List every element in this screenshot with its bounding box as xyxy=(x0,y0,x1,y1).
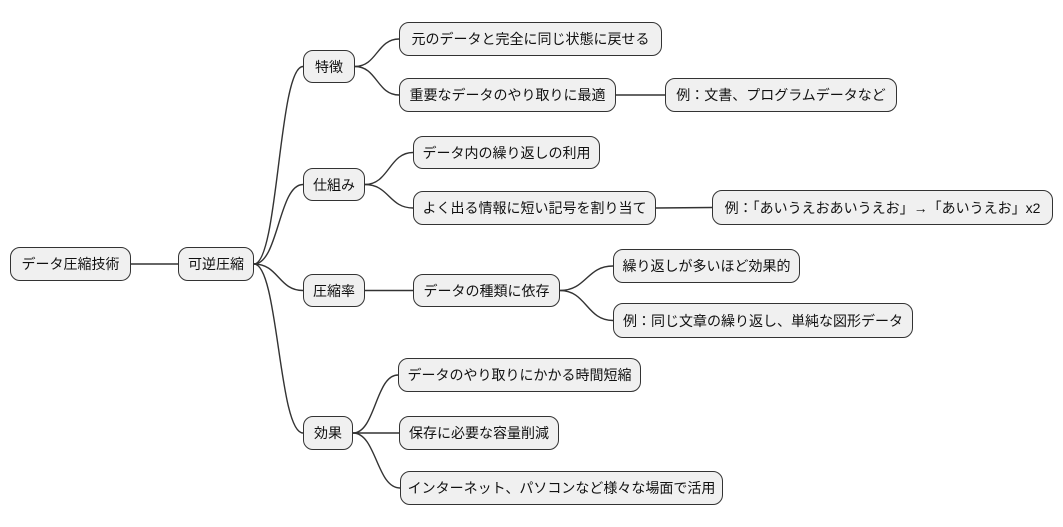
node-label-mech: 仕組み xyxy=(313,176,355,193)
node-label-e2: 保存に必要な容量削減 xyxy=(409,425,549,441)
mindmap-node-m2: よく出る情報に短い記号を割り当て xyxy=(413,191,656,225)
edge-r1-r1a xyxy=(559,265,614,292)
node-label-root: データ圧縮技術 xyxy=(21,256,120,272)
mindmap-node-m1: データ内の繰り返しの利用 xyxy=(413,136,600,169)
edge-eff-e3 xyxy=(352,432,401,489)
mindmap-node-e3: インターネット、パソコンなど様々な場面で活用 xyxy=(400,471,723,505)
mindmap-node-m2e: 例：「あいうえおあいうえお」→「あいうえお」x2 xyxy=(712,190,1053,225)
node-label-ratio: 圧縮率 xyxy=(313,282,355,299)
node-label-lossless: 可逆圧縮 xyxy=(188,256,244,272)
node-label-eff: 効果 xyxy=(314,425,342,441)
mindmap-node-eff: 効果 xyxy=(303,416,353,450)
node-label-f2e: 例：文書、プログラムデータなど xyxy=(676,87,886,103)
mindmap-node-root: データ圧縮技術 xyxy=(10,247,131,281)
edge-lossless-features xyxy=(253,65,304,265)
edge-r1-r1b xyxy=(559,289,614,322)
mindmap-node-f2: 重要なデータのやり取りに最適 xyxy=(399,78,616,112)
node-label-r1: データの種類に依存 xyxy=(423,282,550,299)
node-label-r1b: 例：同じ文章の繰り返し、単純な図形データ xyxy=(623,312,903,329)
edge-eff-e1 xyxy=(352,374,399,434)
node-label-e3: インターネット、パソコンなど様々な場面で活用 xyxy=(407,480,716,496)
node-label-f1: 元のデータと完全に同じ状態に戻せる xyxy=(411,31,650,47)
node-label-e1: データのやり取りにかかる時間短縮 xyxy=(407,367,632,383)
mindmap-node-f1: 元のデータと完全に同じ状態に戻せる xyxy=(399,22,662,56)
edge-features-f2 xyxy=(354,65,400,96)
node-label-f2: 重要なデータのやり取りに最適 xyxy=(409,87,606,103)
edge-lossless-mech xyxy=(253,183,304,265)
mindmap-node-r1b: 例：同じ文章の繰り返し、単純な図形データ xyxy=(613,303,913,338)
edge-m2-m2e xyxy=(655,206,713,209)
edge-mech-m1 xyxy=(364,151,414,186)
mindmap-node-features: 特徴 xyxy=(303,50,355,83)
edge-lossless-eff xyxy=(253,263,304,434)
node-label-m2e: 例：「あいうえおあいうえお」→「あいうえお」x2 xyxy=(724,199,1041,216)
mindmap-node-f2e: 例：文書、プログラムデータなど xyxy=(665,78,897,112)
node-label-features: 特徴 xyxy=(315,58,343,75)
mindmap-node-e2: 保存に必要な容量削減 xyxy=(399,416,559,450)
edge-lossless-ratio xyxy=(253,263,304,292)
mindmap-node-e1: データのやり取りにかかる時間短縮 xyxy=(398,358,641,392)
node-label-r1a: 繰り返しが多いほど効果的 xyxy=(622,258,791,274)
mindmap-node-mech: 仕組み xyxy=(303,168,365,201)
edge-mech-m2 xyxy=(364,183,414,209)
node-label-m1: データ内の繰り返しの利用 xyxy=(422,144,591,161)
node-label-m2: よく出る情報に短い記号を割り当て xyxy=(422,200,647,216)
mindmap-node-r1a: 繰り返しが多いほど効果的 xyxy=(613,249,800,283)
mindmap-node-lossless: 可逆圧縮 xyxy=(178,247,254,281)
edge-features-f1 xyxy=(354,38,400,68)
mindmap-node-r1: データの種類に依存 xyxy=(413,274,560,307)
mindmap-node-ratio: 圧縮率 xyxy=(303,274,365,307)
